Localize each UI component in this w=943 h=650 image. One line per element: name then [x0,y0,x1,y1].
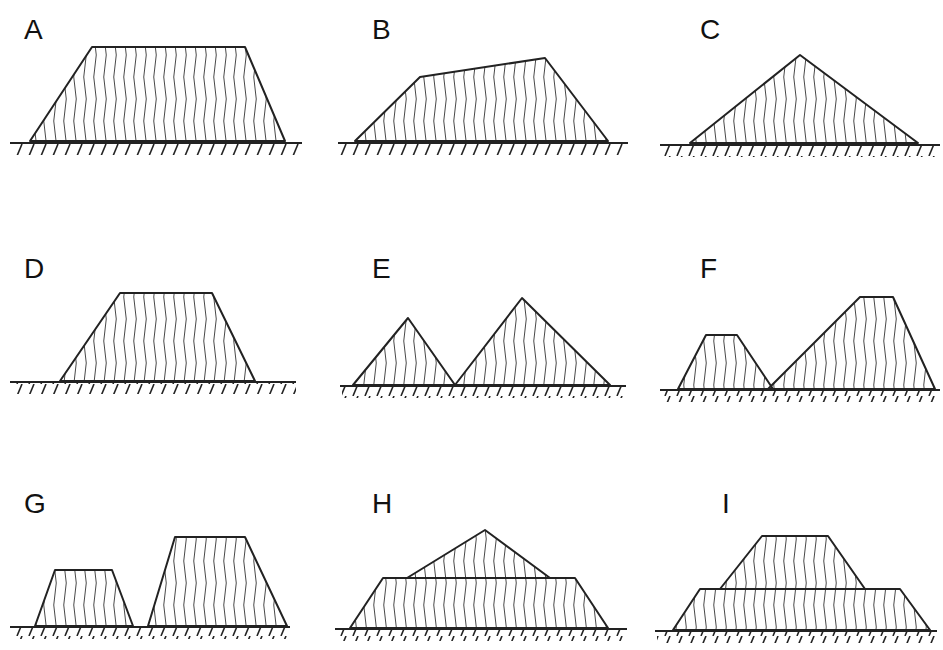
ground-line [335,628,627,630]
panel-letter: E [372,255,391,283]
conical-pile [690,55,918,143]
ground-hatch [337,629,627,641]
ground-hatch [12,627,288,639]
panel-letter: B [372,16,391,44]
trapezoid-pile [350,578,608,628]
ground-hatch [12,143,300,155]
panel-letter: F [700,255,717,283]
ground-line [10,142,302,144]
panel-letter: A [24,16,43,44]
trapezoid-pile [720,536,865,589]
conical-pile [353,318,455,385]
trapezoid-pile [673,589,930,630]
conical-pile [455,298,610,385]
ground-hatch [340,143,628,155]
ground-hatch [662,390,938,402]
ground-hatch [662,145,938,157]
ground-hatch [342,386,626,398]
trapezoid-pile [678,335,773,389]
ground-line [655,630,937,632]
piles [30,47,935,630]
panel-letter: G [24,490,46,518]
panel-letter: C [700,16,720,44]
ground-line [660,389,940,391]
ground-hatch [657,631,937,643]
ground-hatch [12,382,296,394]
trapezoid-pile [35,570,133,626]
trapezoid-pile [60,293,255,381]
ground-line [10,626,290,628]
conical-pile [407,530,550,578]
ground-line [660,144,940,146]
sloped-pile [355,58,608,141]
trapezoid-pile [148,537,287,626]
ground-lines [10,143,940,643]
trapezoid-pile [30,47,285,141]
panel-letter: H [372,490,392,518]
ground-line [10,381,296,383]
trapezoid-pile [768,297,935,389]
panel-letter: I [722,490,730,518]
ground-line [338,142,628,144]
ground-line [340,385,626,387]
panel-letter: D [24,255,44,283]
